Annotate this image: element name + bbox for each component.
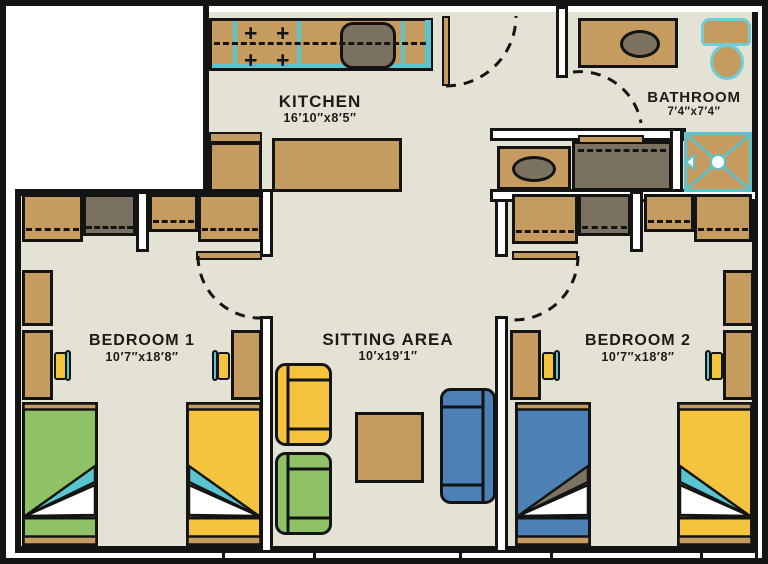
bedroom1-closet-pier: [136, 191, 149, 252]
stove-burner: +: [276, 47, 290, 73]
window-bay-left: [222, 553, 316, 558]
wardrobe: [694, 194, 752, 242]
dresser: [723, 270, 754, 326]
sitting-area-dims: 10′x19′1″: [358, 349, 418, 363]
stove-burner: +: [244, 20, 258, 46]
bedroom2-door-leaf: [512, 251, 578, 260]
corner-step-bottom-right: [700, 553, 758, 558]
desk: [22, 330, 53, 400]
bed-green: [22, 402, 98, 546]
wardrobe: [149, 194, 198, 232]
wardrobe-door-line: [153, 220, 194, 223]
kitchen-left-wall: [203, 6, 209, 196]
bedroom1-dims: 10′7″x18′8″: [105, 350, 179, 364]
kitchen-dims: 16′10″x8′5″: [283, 111, 357, 125]
bedroom1-label: BEDROOM 1: [89, 332, 195, 349]
bathroom-sink: [620, 30, 660, 58]
toilet-tank: [701, 18, 751, 46]
armchair-yellow: [275, 363, 332, 446]
wardrobe-door-line: [648, 220, 690, 223]
wardrobe-door-line: [516, 230, 574, 233]
open-closet: [83, 194, 136, 236]
right-outer-wall: [752, 12, 758, 553]
counter-end-strip: [425, 20, 431, 68]
bedroom2-dims: 10′7″x18′8″: [601, 350, 675, 364]
kitchen-label: KITCHEN: [278, 92, 362, 111]
counter-centerline: [214, 42, 426, 45]
counter-edge-strip: [212, 64, 430, 68]
sofa-blue: [440, 388, 496, 504]
left-outer-wall: [15, 189, 21, 553]
bottom-outer-wall: [15, 546, 758, 553]
hall-vanity-sink: [512, 156, 556, 182]
bed-blue: [515, 402, 591, 546]
kitchen-island: [272, 138, 402, 192]
wardrobe-door-line: [582, 226, 627, 229]
coffee-table: [355, 412, 424, 483]
desk: [231, 330, 262, 400]
desk-chair: [217, 352, 230, 380]
desk-chair-back: [554, 350, 560, 381]
dresser: [22, 270, 53, 326]
bedroom2-wall-lower: [495, 316, 508, 553]
wardrobe: [644, 194, 694, 232]
kitchen-side-counter: [209, 142, 262, 192]
open-closet: [578, 194, 631, 236]
bathroom-entry-wall: [556, 6, 568, 78]
desk-chair: [710, 352, 723, 380]
bedroom2-label: BEDROOM 2: [585, 332, 691, 349]
stove-burner: +: [276, 20, 290, 46]
wardrobe-door-line: [202, 228, 258, 231]
entry-door-leaf: [442, 16, 450, 86]
desk: [510, 330, 541, 400]
kitchen-sink: [340, 22, 396, 69]
sitting-area-label: SITTING AREA: [322, 330, 454, 349]
wardrobe: [198, 194, 262, 242]
wardrobe-door-line: [86, 226, 133, 229]
stove-burner: +: [244, 47, 258, 73]
bed-yellow: [677, 402, 753, 546]
bathroom-label: BATHROOM: [647, 89, 741, 106]
desk-chair-back: [65, 350, 71, 381]
bedroom2-closet-pier: [630, 191, 643, 252]
wardrobe: [22, 194, 83, 242]
bed-yellow: [186, 402, 262, 546]
wardrobe-door-line: [26, 228, 79, 231]
bathroom-dims: 7′4″x7′4″: [667, 106, 721, 118]
armchair-green: [275, 452, 332, 535]
toilet-bowl: [710, 44, 744, 80]
desk: [723, 330, 754, 400]
wardrobe-door-line: [698, 228, 748, 231]
closet-shelf: [578, 135, 644, 144]
wardrobe: [512, 194, 578, 244]
outside-area: [6, 6, 203, 189]
closet-rod-line: [578, 149, 666, 152]
bedroom1-door-leaf: [196, 251, 262, 260]
shower: [684, 132, 752, 192]
window-bay-right: [459, 553, 553, 558]
